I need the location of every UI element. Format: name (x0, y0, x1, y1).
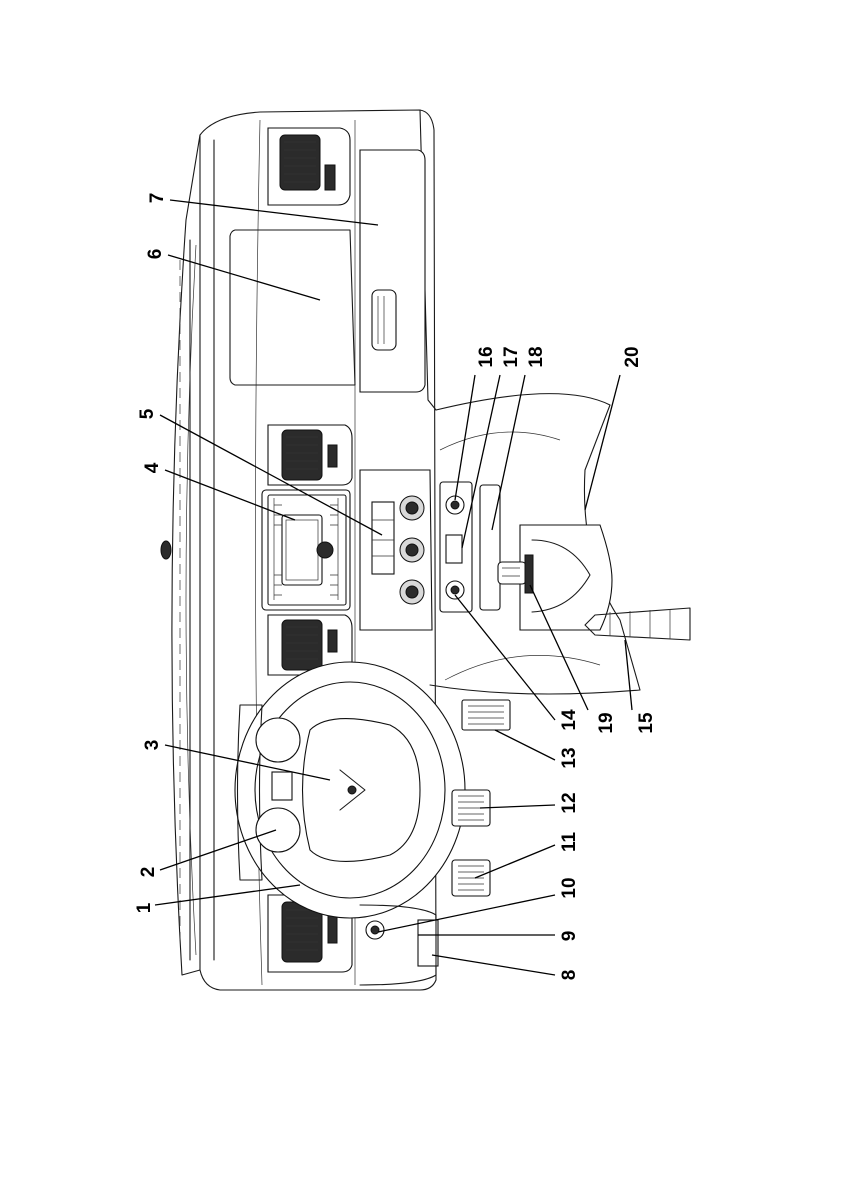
callout-8: 8 (559, 970, 580, 981)
radio-unit (262, 490, 350, 610)
callout-3: 3 (142, 740, 163, 751)
callout-19: 19 (596, 712, 617, 733)
callout-13: 13 (559, 747, 580, 768)
callout-2: 2 (138, 867, 159, 878)
callout-9: 9 (559, 931, 580, 942)
callout-1: 1 (134, 902, 155, 913)
callout-4: 4 (142, 462, 163, 473)
air-vent-right (268, 128, 350, 205)
gear-knob (498, 562, 526, 584)
radio-knob (317, 542, 333, 558)
callout-16: 16 (476, 346, 497, 367)
radio-display (282, 515, 322, 585)
callout-17: 17 (501, 346, 522, 367)
callout-6: 6 (145, 249, 166, 260)
cluster-display (272, 772, 292, 800)
callout-15: 15 (636, 712, 657, 734)
climate-button-strip (372, 502, 394, 574)
steering-wheel (235, 662, 465, 918)
speedometer (256, 718, 300, 762)
callout-14: 14 (559, 709, 580, 731)
callout-18: 18 (526, 346, 547, 367)
callout-7: 7 (147, 193, 168, 204)
air-vent-center-right (268, 425, 352, 485)
climate-control-panel (360, 470, 432, 630)
tachometer (256, 808, 300, 852)
gear-lever (525, 555, 533, 593)
callout-12: 12 (559, 792, 580, 813)
callout-20: 20 (622, 346, 643, 367)
center-switch (446, 535, 462, 563)
center-tunnel (498, 525, 690, 640)
steering-hub (303, 719, 421, 862)
fuse-box-cover (418, 920, 438, 966)
callout-10: 10 (559, 877, 580, 898)
center-emblem (161, 541, 171, 559)
callout-5: 5 (137, 408, 158, 419)
callout-11: 11 (559, 832, 580, 853)
accelerator-pedal (462, 700, 510, 730)
left-lower-panel (360, 905, 438, 985)
